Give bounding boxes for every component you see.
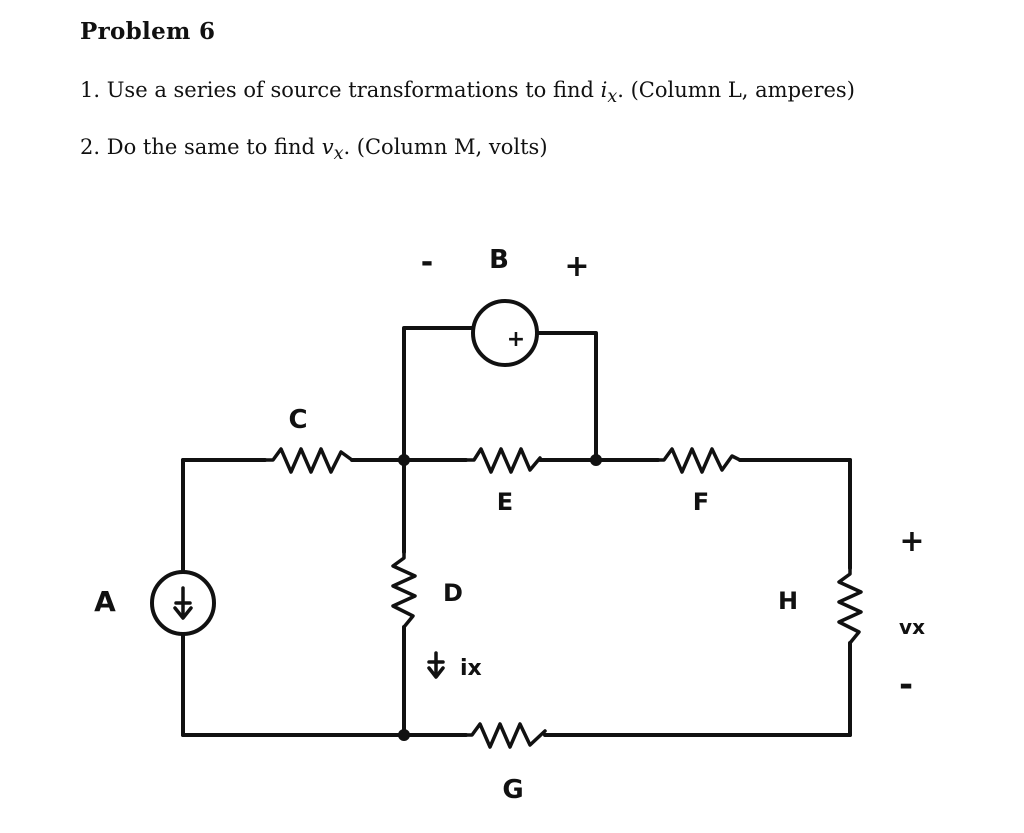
resistor-e bbox=[464, 447, 542, 474]
label-c: C bbox=[288, 405, 307, 435]
resistor-c bbox=[263, 447, 354, 474]
problem-item-1: 1. Use a series of source transformation… bbox=[80, 78, 855, 107]
problem-title: Problem 6 bbox=[80, 18, 216, 45]
ix-label: ix bbox=[460, 656, 482, 681]
arrow-down-icon bbox=[427, 651, 445, 679]
label-d: D bbox=[443, 579, 463, 607]
item-text-after: . (Column M, volts) bbox=[343, 135, 548, 159]
vx-plus: + bbox=[899, 524, 924, 559]
variable-subscript: x bbox=[607, 87, 618, 108]
item-number: 2. bbox=[80, 135, 101, 159]
label-b-plus: + bbox=[564, 249, 589, 284]
node-top-middle bbox=[590, 454, 602, 466]
item-text: Use a series of source transformations t… bbox=[106, 78, 601, 102]
resistor-d bbox=[391, 550, 417, 629]
variable-subscript: x bbox=[333, 144, 344, 165]
variable-i: i bbox=[600, 78, 608, 102]
ix-indicator: ix bbox=[427, 651, 482, 681]
label-g: G bbox=[502, 775, 523, 805]
item-text: Do the same to find bbox=[106, 135, 322, 159]
problem-item-2: 2. Do the same to find vx. (Column M, vo… bbox=[80, 135, 548, 164]
label-b-minus: - bbox=[421, 245, 433, 280]
wires bbox=[181, 326, 852, 737]
current-source-a bbox=[150, 570, 216, 636]
vx-label: vx bbox=[899, 615, 925, 639]
resistor-g bbox=[464, 722, 547, 749]
arrow-down-icon bbox=[173, 586, 193, 620]
node-top-left bbox=[398, 454, 410, 466]
source-b-inner-sign: + bbox=[507, 327, 525, 352]
resistor-f bbox=[656, 447, 742, 474]
variable-v: v bbox=[321, 135, 334, 159]
item-number: 1. bbox=[80, 78, 101, 102]
label-h: H bbox=[778, 587, 798, 615]
item-text-after: . (Column L, amperes) bbox=[617, 78, 855, 102]
label-e: E bbox=[497, 488, 513, 516]
label-b: B bbox=[489, 245, 509, 275]
voltage-source-b: + bbox=[471, 299, 539, 367]
vx-minus: - bbox=[899, 665, 913, 705]
label-f: F bbox=[693, 488, 709, 516]
label-a: A bbox=[94, 585, 116, 618]
resistor-h bbox=[837, 566, 863, 645]
node-bottom-left bbox=[398, 729, 410, 741]
